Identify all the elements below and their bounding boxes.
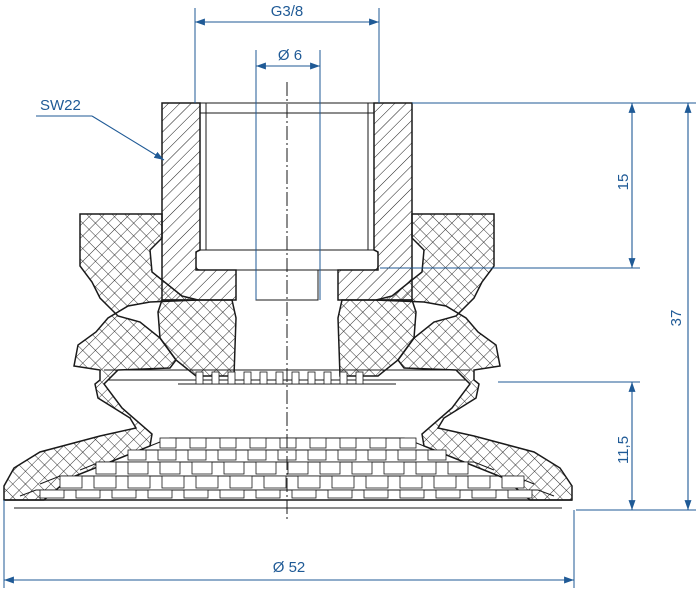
support-ribs	[19, 369, 555, 499]
rib-tooth	[127, 475, 151, 489]
rib-tooth	[399, 437, 417, 449]
rib-tooth	[307, 371, 316, 385]
rib-tooth	[319, 461, 341, 475]
rib-tooth	[309, 437, 327, 449]
rib-tooth	[263, 475, 287, 489]
rib-tooth	[507, 489, 533, 499]
rib-tooth	[159, 461, 181, 475]
rib-tooth	[75, 489, 101, 499]
dimension-cup-height: 11,5	[498, 381, 640, 510]
rib-tooth	[223, 461, 245, 475]
dimension-wrench-size: SW22	[36, 97, 165, 161]
rib-tooth	[59, 475, 83, 489]
rib-tooth	[447, 461, 469, 475]
rib-tooth	[297, 475, 321, 489]
rib-tooth	[217, 449, 237, 461]
rib-tooth	[467, 475, 491, 489]
cup-height-label: 11,5	[615, 436, 632, 464]
rib-tooth	[219, 489, 245, 499]
rib-tooth	[279, 437, 297, 449]
rib-tooth	[127, 461, 149, 475]
rib-tooth	[229, 475, 253, 489]
rib-tooth	[147, 489, 173, 499]
bore-label: Ø 6	[278, 47, 302, 64]
wrench-size-label: SW22	[40, 97, 81, 114]
rib-tooth	[365, 475, 389, 489]
rib-tooth	[291, 489, 317, 499]
rib-tooth	[187, 449, 207, 461]
rib-tooth	[435, 489, 461, 499]
rib-tooth	[157, 449, 177, 461]
rib-tooth	[339, 371, 348, 385]
rib-tooth	[383, 461, 405, 475]
rib-tooth	[415, 461, 437, 475]
rib-tooth	[291, 371, 300, 385]
rib-tooth	[183, 489, 209, 499]
rib-tooth	[337, 449, 357, 461]
dimension-thread: G3/8	[194, 3, 380, 103]
rib-tooth	[363, 489, 389, 499]
rib-tooth	[95, 461, 117, 475]
rib-tooth	[243, 371, 252, 385]
rib-tooth	[227, 371, 236, 385]
rib-tooth	[327, 489, 353, 499]
rib-tooth	[331, 475, 355, 489]
rib-tooth	[159, 437, 177, 449]
rib-tooth	[433, 475, 457, 489]
rib-tooth	[111, 489, 137, 499]
overall-height-label: 37	[668, 310, 685, 327]
rib-tooth	[211, 371, 220, 385]
rib-tooth	[369, 437, 387, 449]
rib-tooth	[247, 449, 267, 461]
rib-tooth	[259, 371, 268, 385]
rib-tooth	[189, 437, 207, 449]
rib-tooth	[195, 475, 219, 489]
dimension-overall-height: 37	[576, 102, 696, 511]
rib-tooth	[307, 449, 327, 461]
rib-tooth	[195, 371, 204, 385]
rib-tooth	[351, 461, 373, 475]
cup-diameter-label: Ø 52	[273, 559, 306, 576]
rib-tooth	[275, 371, 284, 385]
rib-tooth	[161, 475, 185, 489]
rib-tooth	[355, 371, 364, 385]
thread-label: G3/8	[271, 3, 304, 20]
rib-tooth	[255, 489, 281, 499]
threaded-fitting	[161, 102, 413, 301]
rib-tooth	[397, 449, 417, 461]
rib-tooth	[367, 449, 387, 461]
dimension-fitting-height: 15	[380, 102, 640, 269]
dimension-cup-diameter: Ø 52	[3, 500, 575, 588]
rubber-cup	[3, 213, 573, 501]
rib-tooth	[399, 489, 425, 499]
rib-tooth	[93, 475, 117, 489]
dimension-bore: Ø 6	[255, 47, 321, 300]
rib-tooth	[339, 437, 357, 449]
rib-tooth	[323, 371, 332, 385]
rib-tooth	[39, 489, 65, 499]
rib-tooth	[471, 489, 497, 499]
rib-tooth	[427, 449, 447, 461]
rib-tooth	[399, 475, 423, 489]
rib-tooth	[249, 437, 267, 449]
rib-tooth	[191, 461, 213, 475]
rib-tooth	[219, 437, 237, 449]
rubber-core-right	[337, 299, 417, 377]
rib-tooth	[127, 449, 147, 461]
rib-tooth	[287, 461, 309, 475]
rib-tooth	[255, 461, 277, 475]
rib-tooth	[501, 475, 525, 489]
fitting-height-label: 15	[615, 174, 632, 191]
